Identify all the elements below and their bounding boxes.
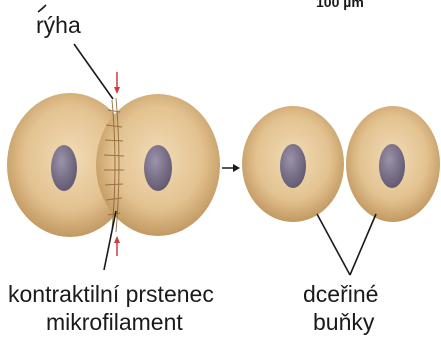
daughter-pointer-left bbox=[317, 214, 350, 275]
right-nucleus bbox=[144, 145, 172, 191]
daughter-cells bbox=[242, 106, 440, 222]
ring-label-line2: mikrofilament bbox=[46, 311, 183, 334]
dividing-cell bbox=[7, 72, 220, 256]
transition-arrow bbox=[222, 164, 240, 172]
ring-label-line1: kontraktilní prstenec bbox=[8, 283, 214, 306]
daughter-label-line1: dceřiné bbox=[303, 283, 378, 306]
top-constriction-arrowhead bbox=[114, 87, 120, 94]
furrow-label-top-tick bbox=[38, 5, 46, 12]
left-nucleus bbox=[51, 145, 77, 191]
daughter-left-nucleus bbox=[280, 144, 306, 188]
daughter-pointer-right bbox=[350, 214, 376, 275]
daughter-label-line2: buňky bbox=[313, 311, 374, 334]
daughter-right-nucleus bbox=[379, 144, 405, 188]
furrow-label: rýha bbox=[36, 14, 81, 37]
scale-label: 100 µm bbox=[316, 0, 364, 9]
bottom-constriction-arrowhead bbox=[114, 236, 120, 243]
furrow-pointer-line bbox=[74, 44, 113, 99]
